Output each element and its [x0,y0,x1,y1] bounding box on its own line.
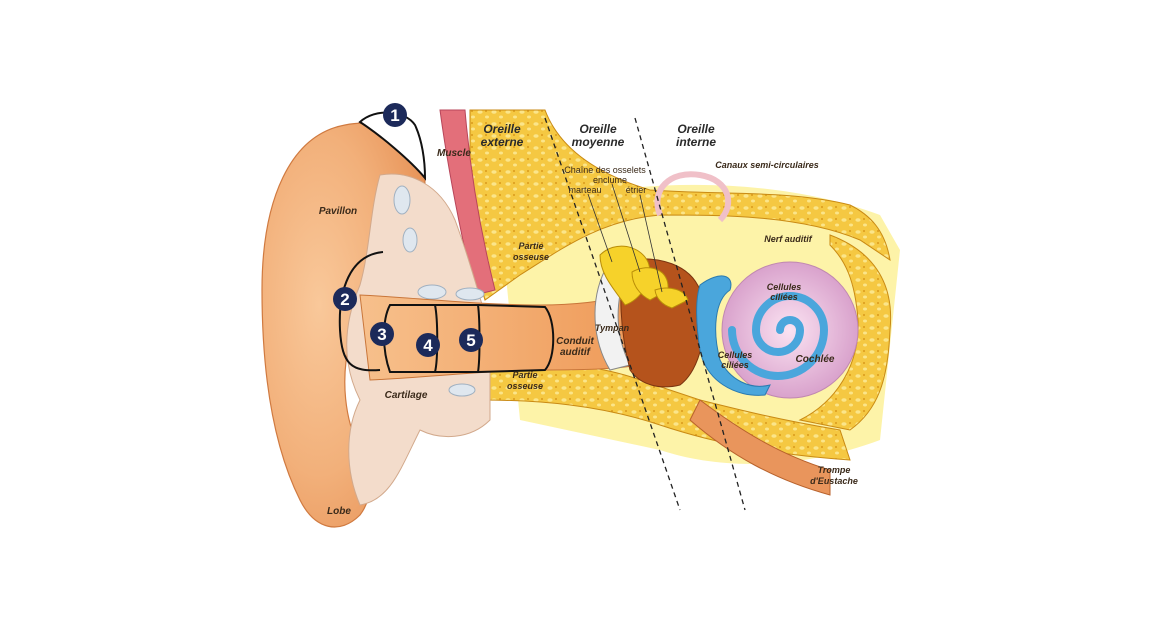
region-outline-2 [338,251,384,372]
label-cochlee: Cochlée [796,354,835,365]
cochlea-spiral [728,292,829,380]
semicircular-canals [654,171,732,223]
region-outline-5 [477,304,555,373]
label-enclume: enclume [593,175,627,185]
header-middle-line1: Oreille [579,122,617,136]
bone-bottom [479,359,851,461]
cartilage-gap [393,185,411,215]
label-conduit-2: auditif [560,347,592,358]
label-cellules-left-2: ciliées [721,360,749,370]
cartilage-gap [402,227,418,253]
label-cellules-left-1: Cellules [718,350,753,360]
header-external-line1: Oreille [483,122,521,136]
label-chaine-osselets: Chaîne des osselets [564,165,646,175]
bone-top [469,109,891,301]
label-partie-osseuse-top-1: Partie [518,241,543,251]
label-pavillon: Pavillon [319,206,357,217]
label-muscle: Muscle [437,148,471,159]
header-inner-line1: Oreille [677,122,715,136]
marker-4: 4 [416,333,440,357]
label-cellules-top-2: ciliées [770,292,798,302]
header-external-line2: externe [481,135,524,149]
label-conduit-1: Conduit [556,336,594,347]
label-tympan: Tympan [595,323,630,333]
leader-etrier [639,194,663,293]
svg-text:4: 4 [423,336,433,355]
svg-text:5: 5 [466,331,475,350]
ossicle-stapes [654,287,689,309]
label-cellules-top-1: Cellules [767,282,802,292]
svg-text:1: 1 [390,106,399,125]
label-trompe-1: Trompe [818,465,851,475]
label-partie-osseuse-bottom-2: osseuse [507,381,543,391]
leader-marteau [587,193,613,263]
leader-enclume [611,183,641,273]
divider-middle-inner [634,117,746,511]
cartilage-gap [417,284,447,300]
label-marteau: marteau [568,185,601,195]
label-lobe: Lobe [327,506,351,517]
svg-text:2: 2 [340,290,349,309]
header-inner-line2: interne [676,135,716,149]
divider-external-middle [544,117,681,511]
label-trompe-2: d'Eustache [810,476,858,486]
marker-5: 5 [459,328,483,352]
header-middle-line2: moyenne [572,135,625,149]
svg-text:3: 3 [377,325,386,344]
label-etrier: étrier [626,185,647,195]
marker-1: 1 [383,103,407,127]
label-canaux: Canaux semi-circulaires [715,160,819,170]
label-nerf-auditif: Nerf auditif [764,234,813,244]
bone-right [798,234,892,431]
label-cartilage: Cartilage [385,390,428,401]
label-partie-osseuse-bottom-1: Partie [512,370,537,380]
marker-3: 3 [370,322,394,346]
marker-2: 2 [333,287,357,311]
eustachian-tube [689,399,831,496]
label-partie-osseuse-top-2: osseuse [513,252,549,262]
cartilage-gap [455,287,485,301]
cartilage-gap [448,383,476,397]
cochlea [721,261,859,399]
muscle-band [439,109,496,296]
